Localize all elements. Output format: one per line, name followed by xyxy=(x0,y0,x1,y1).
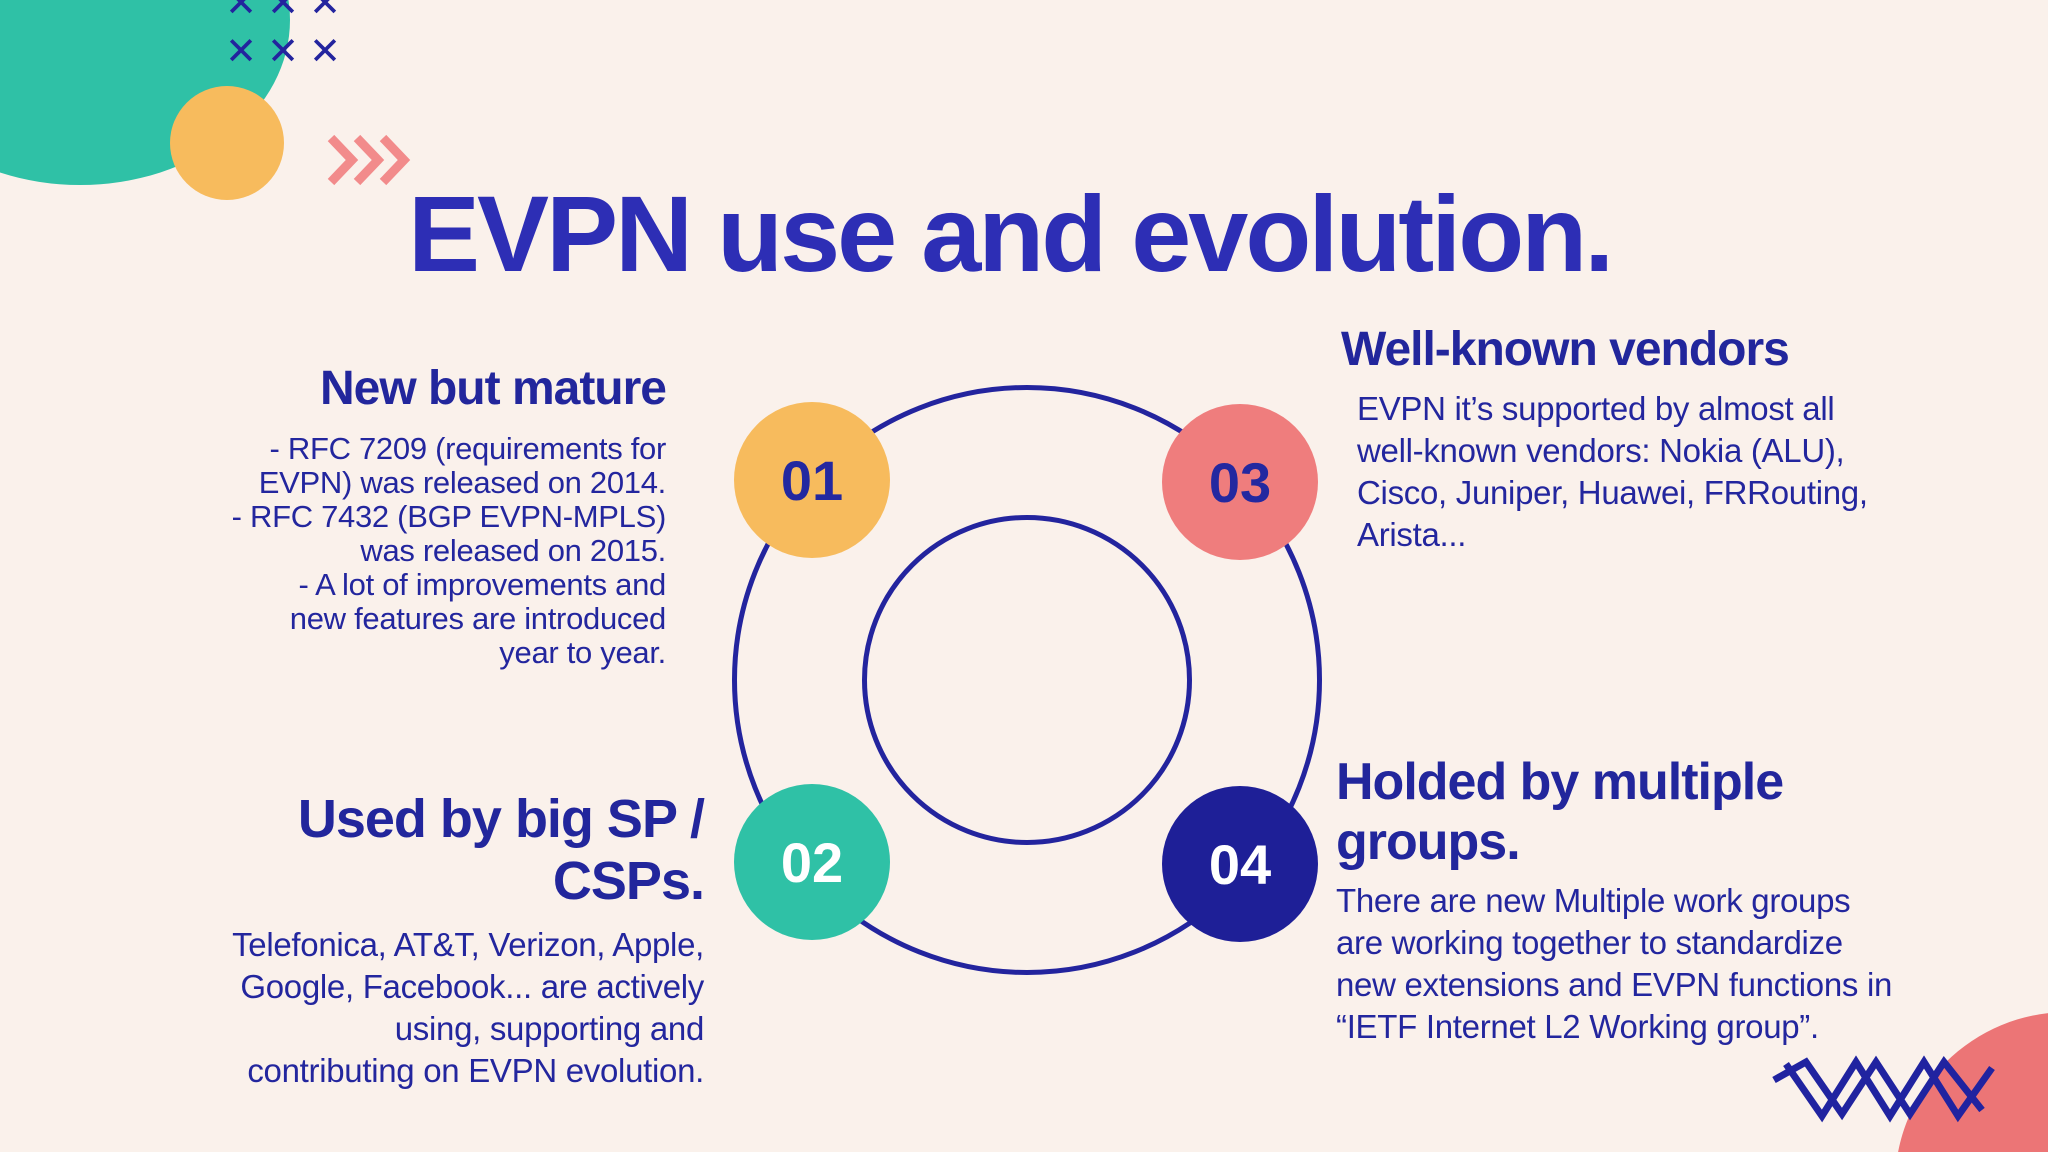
zigzag-line-icon xyxy=(1772,1055,1995,1123)
x-mark-icon: ✕ xyxy=(309,0,341,25)
item-body: There are new Multiple work groups are w… xyxy=(1336,880,1936,1048)
body-line: Arista... xyxy=(1357,516,1467,553)
body-line: EVPN it’s supported by almost all xyxy=(1357,390,1835,427)
item-body: - RFC 7209 (requirements for EVPN) was r… xyxy=(166,431,667,670)
body-line: using, supporting and xyxy=(394,1010,705,1047)
x-marks-grid: ✕ ✕ ✕ ✕ ✕ ✕ xyxy=(220,0,346,76)
item-block-used-by-big-sp-csps: Used by big SP / CSPs. Telefonica, AT&T,… xyxy=(156,788,705,1092)
diagram-node-03: 03 xyxy=(1162,404,1318,560)
body-line: - RFC 7209 (requirements for xyxy=(269,431,667,466)
triple-chevron-right-icon xyxy=(327,134,411,186)
item-heading: Used by big SP / CSPs. xyxy=(297,789,705,911)
body-line: new features are introduced xyxy=(289,601,667,636)
x-mark-icon: ✕ xyxy=(267,0,299,25)
body-line: There are new Multiple work groups xyxy=(1336,882,1851,919)
x-mark-icon: ✕ xyxy=(267,31,299,73)
node-number: 04 xyxy=(1208,832,1272,896)
node-number: 02 xyxy=(780,830,844,894)
body-line: - A lot of improvements and xyxy=(298,567,666,602)
x-mark-icon: ✕ xyxy=(309,31,341,73)
body-line: well-known vendors: Nokia (ALU), xyxy=(1357,432,1845,469)
body-line: are working together to standardize xyxy=(1336,924,1843,961)
item-block-holded-by-multiple-groups: Holded by multiple groups. There are new… xyxy=(1336,752,1936,1048)
body-line: EVPN) was released on 2014. xyxy=(258,465,667,500)
item-heading: New but mature xyxy=(319,362,667,415)
diagram-node-04: 04 xyxy=(1162,786,1318,942)
item-heading: Well-known vendors xyxy=(1341,323,1790,376)
body-line: Cisco, Juniper, Huawei, FRRouting, xyxy=(1357,474,1868,511)
diagram-node-01: 01 xyxy=(734,402,890,558)
body-line: - RFC 7432 (BGP EVPN-MPLS) xyxy=(231,499,667,534)
body-line: was released on 2015. xyxy=(360,533,666,568)
x-mark-icon: ✕ xyxy=(225,0,257,25)
body-line: new extensions and EVPN functions in xyxy=(1336,966,1893,1003)
item-body: EVPN it’s supported by almost all well-k… xyxy=(1341,388,1901,556)
body-line: Google, Facebook... are actively xyxy=(240,968,704,1005)
node-number: 03 xyxy=(1208,450,1272,514)
item-block-well-known-vendors: Well-known vendors EVPN it’s supported b… xyxy=(1341,322,1901,556)
diagram-outer-ring xyxy=(732,385,1322,975)
body-line: contributing on EVPN evolution. xyxy=(247,1052,704,1089)
x-mark-icon: ✕ xyxy=(225,31,257,73)
body-line: year to year. xyxy=(499,635,666,670)
item-heading: Holded by multiple groups. xyxy=(1336,753,1784,871)
body-line: “IETF Internet L2 Working group”. xyxy=(1336,1008,1819,1045)
item-block-new-but-mature: New but mature - RFC 7209 (requirements … xyxy=(166,360,667,670)
page-title: EVPN use and evolution. xyxy=(408,173,1614,295)
body-line: Telefonica, AT&T, Verizon, Apple, xyxy=(232,926,704,963)
item-body: Telefonica, AT&T, Verizon, Apple, Google… xyxy=(156,924,704,1092)
yellow-circle-shape xyxy=(170,86,284,200)
diagram-node-02: 02 xyxy=(734,784,890,940)
diagram-inner-ring xyxy=(862,515,1192,845)
node-number: 01 xyxy=(780,448,844,512)
